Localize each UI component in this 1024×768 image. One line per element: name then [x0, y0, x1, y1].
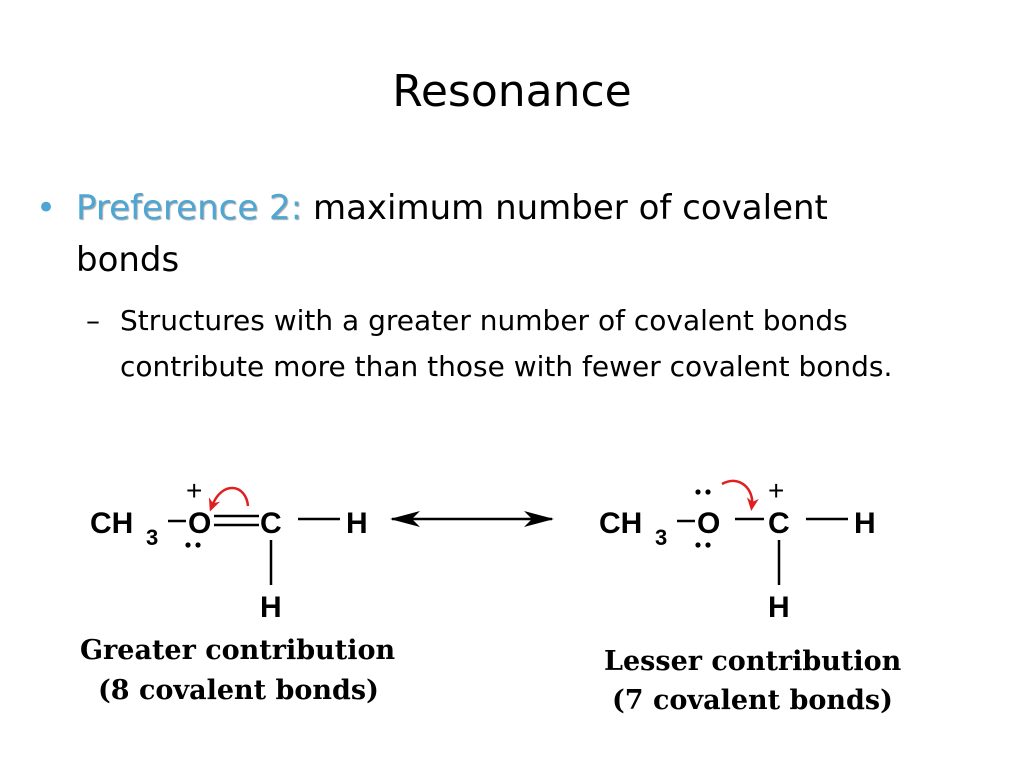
right-hydrogen-right: H [854, 507, 876, 540]
right-oxygen-atom: O [697, 507, 720, 540]
left-ch3-label: CH [90, 507, 133, 540]
right-lone-pair-dot [695, 489, 701, 495]
right-carbon-charge: + [768, 475, 784, 506]
right-lone-pair-dot [695, 542, 701, 548]
right-lone-pair-dot [705, 489, 711, 495]
right-curved-arrow-icon [721, 479, 759, 511]
left-lone-pair-dot [195, 542, 201, 548]
right-ch3-subscript: 3 [655, 525, 667, 550]
left-structure: CH 3 O + C H H [90, 475, 368, 624]
left-carbon-atom: C [260, 507, 282, 540]
left-oxygen-atom: O [188, 507, 211, 540]
bullet-dot-icon: • [36, 188, 57, 228]
left-caption-title: Greater contribution [80, 635, 396, 666]
sub-bullet-text: Structures with a greater number of cova… [120, 304, 893, 383]
right-structure: CH 3 O C + H H [599, 475, 876, 624]
right-hydrogen-bottom: H [768, 591, 790, 624]
right-caption-title: Lesser contribution [604, 646, 902, 677]
right-lone-pair-dot [705, 542, 711, 548]
preference-description: maximum number of covalent bonds [76, 188, 828, 280]
left-curved-arrow-icon [208, 486, 250, 512]
left-hydrogen-right: H [346, 507, 368, 540]
preference-label: Preference 2: [76, 188, 303, 228]
left-ch3-subscript: 3 [146, 525, 158, 550]
left-hydrogen-bottom: H [260, 591, 282, 624]
left-caption-count: (8 covalent bonds) [98, 675, 379, 706]
right-carbon-atom: C [768, 507, 790, 540]
left-oxygen-charge: + [186, 475, 202, 506]
slide-title: Resonance [392, 66, 632, 117]
left-lone-pair-dot [185, 542, 191, 548]
dash-icon: – [86, 304, 100, 337]
bullet-text: Preference 2: maximum number of covalent… [76, 182, 916, 286]
right-ch3-label: CH [599, 507, 642, 540]
right-caption-count: (7 covalent bonds) [612, 685, 893, 716]
